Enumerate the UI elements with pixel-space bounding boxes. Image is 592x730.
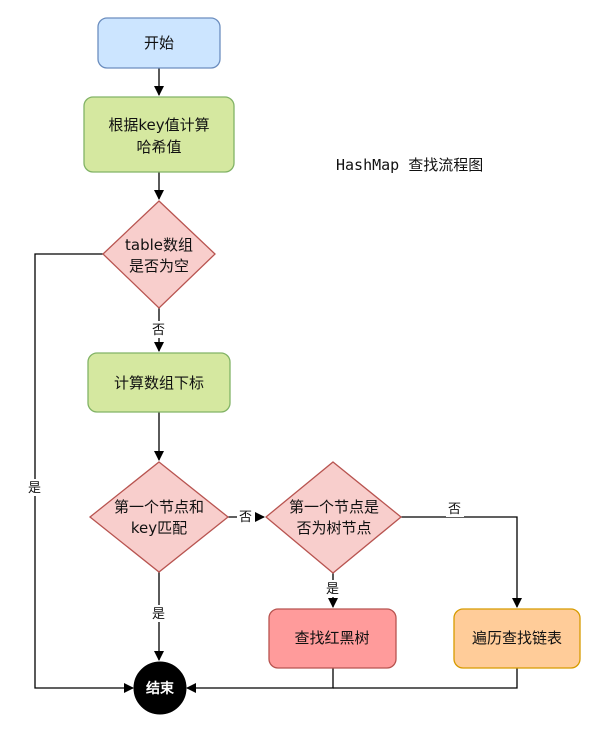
table-empty-line1: table数组 <box>125 236 193 254</box>
hash-node: 根据key值计算 哈希值 <box>83 96 235 173</box>
first-match-line2: key匹配 <box>131 519 187 537</box>
edge-list-end <box>333 668 518 689</box>
edge-table-end <box>34 253 134 693</box>
index-label: 计算数组下标 <box>114 374 204 392</box>
index-node: 计算数组下标 <box>87 352 231 413</box>
first-tree-decision: 第一个节点是 否为树节点 <box>264 461 403 574</box>
table-empty-decision: table数组 是否为空 <box>102 200 216 309</box>
diagram-title: HashMap 查找流程图 <box>336 156 483 174</box>
edge-label-match-yes: 是 <box>152 607 165 622</box>
rbtree-label: 查找红黑树 <box>294 629 369 647</box>
end-node: 结束 <box>133 661 187 715</box>
first-match-decision: 第一个节点和 key匹配 <box>88 461 230 573</box>
edge-label-table-yes: 是 <box>28 481 41 496</box>
edge-rbtree-end <box>186 668 334 693</box>
hash-label-line2: 哈希值 <box>136 138 181 156</box>
first-match-line1: 第一个节点和 <box>114 498 204 516</box>
edge-label-tree-yes: 是 <box>326 582 339 597</box>
start-label: 开始 <box>144 34 174 52</box>
first-tree-line1: 第一个节点是 <box>289 498 379 516</box>
end-label: 结束 <box>146 680 175 697</box>
edge-labels: 否 是 否 是 是 否 <box>27 321 464 622</box>
start-node: 开始 <box>97 17 221 69</box>
edge-label-match-no: 否 <box>239 510 252 525</box>
first-tree-line2: 否为树节点 <box>296 519 371 537</box>
table-empty-line2: 是否为空 <box>129 257 189 275</box>
rbtree-node: 查找红黑树 <box>268 608 397 669</box>
edge-label-tree-no: 否 <box>448 502 461 517</box>
list-node: 遍历查找链表 <box>453 608 581 669</box>
edge-tree-list <box>401 516 522 608</box>
list-label: 遍历查找链表 <box>472 629 562 647</box>
edge-label-table-no: 否 <box>152 323 165 338</box>
hash-label-line1: 根据key值计算 <box>108 116 209 134</box>
